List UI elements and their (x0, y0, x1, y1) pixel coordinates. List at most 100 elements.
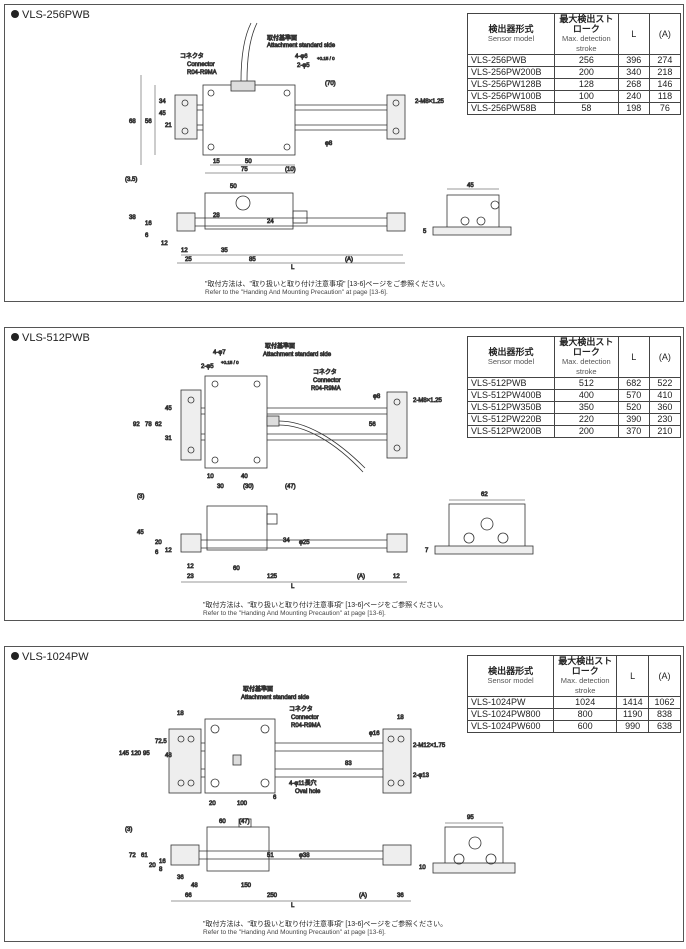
svg-text:150: 150 (241, 883, 252, 889)
svg-text:φ8: φ8 (325, 141, 333, 147)
svg-text:23: 23 (187, 574, 194, 580)
svg-text:30: 30 (217, 484, 224, 490)
end-block-right (386, 94, 406, 140)
svg-text:(A): (A) (359, 893, 367, 899)
mount-hole (283, 143, 291, 151)
svg-text:R04-R9MA: R04-R9MA (311, 386, 341, 392)
svg-text:95: 95 (467, 815, 474, 821)
svg-text:Connector: Connector (313, 378, 341, 384)
svg-text:62: 62 (155, 422, 162, 428)
connector-round (235, 195, 251, 211)
section-title: VLS-512PWB (11, 332, 90, 344)
svg-text:20: 20 (155, 540, 162, 546)
svg-text:100: 100 (237, 801, 248, 807)
svg-text:62: 62 (481, 492, 488, 498)
svg-text:50: 50 (245, 159, 252, 165)
svg-text:250: 250 (267, 893, 278, 899)
header-stroke-en: Max. detection stroke (561, 34, 611, 53)
svg-text:取付基準面: 取付基準面 (243, 685, 273, 693)
svg-text:φ25: φ25 (299, 540, 310, 546)
svg-text:83: 83 (345, 761, 352, 767)
mounting-note: "取付方法は、"取り扱いと取り付け注意事項" [13-6]ページをご参照ください… (205, 281, 450, 296)
connector-block (230, 80, 256, 92)
connector-label-en: Connector (187, 62, 215, 68)
cable (278, 420, 366, 469)
svg-text:(3): (3) (137, 494, 144, 500)
svg-text:Connector: Connector (291, 715, 319, 721)
svg-text:6: 6 (273, 795, 277, 801)
svg-text:18: 18 (177, 711, 184, 717)
mounting-note: "取付方法は、"取り扱いと取り付け注意事項" [13-6]ページをご参照ください… (203, 602, 448, 617)
holes-a-label: 4-φ6 (295, 54, 308, 60)
svg-text:5: 5 (423, 229, 427, 235)
svg-text:16: 16 (159, 859, 166, 865)
svg-text:コネクタ: コネクタ (289, 705, 313, 713)
mount-hole (207, 143, 215, 151)
svg-text:38: 38 (129, 215, 136, 221)
svg-text:51: 51 (267, 853, 274, 859)
svg-text:18: 18 (397, 715, 404, 721)
svg-text:45: 45 (165, 406, 172, 412)
svg-text:48: 48 (165, 753, 172, 759)
svg-text:31: 31 (165, 436, 172, 442)
svg-text:36: 36 (397, 893, 404, 899)
svg-text:(47): (47) (239, 819, 250, 825)
svg-text:Oval hole: Oval hole (295, 789, 321, 795)
svg-text:34: 34 (283, 538, 290, 544)
attach-label-en: Attachment standard side (267, 43, 336, 49)
svg-text:6: 6 (145, 233, 149, 239)
svg-text:95: 95 (143, 751, 150, 757)
side-view (170, 818, 412, 902)
svg-text:12: 12 (165, 548, 172, 554)
section-title: VLS-256PWB (11, 9, 90, 21)
attach-label-jp: 取付基準面 (267, 34, 297, 42)
header-model-jp: 検出器形式 (488, 24, 534, 34)
svg-text:Attachment standard side: Attachment standard side (241, 695, 310, 701)
connector-label-jp: コネクタ (180, 52, 204, 60)
end-block-left (174, 94, 198, 140)
bullet-icon (11, 10, 19, 18)
connector-block (232, 754, 242, 766)
end-view (434, 499, 534, 555)
mount-hole (207, 89, 215, 97)
svg-text:145: 145 (119, 751, 130, 757)
svg-text:72: 72 (129, 853, 136, 859)
svg-text:125: 125 (267, 574, 278, 580)
connector-part: R04-R9MA (187, 70, 217, 76)
svg-text:75: 75 (241, 167, 248, 173)
svg-text:66: 66 (185, 893, 192, 899)
svg-text:50: 50 (230, 184, 237, 190)
svg-text:56: 56 (369, 422, 376, 428)
svg-text:35: 35 (221, 248, 228, 254)
technical-drawing: 取付基準面 Attachment standard side コネクタ Conn… (119, 685, 516, 909)
svg-text:60: 60 (233, 566, 240, 572)
mount-hole (283, 89, 291, 97)
svg-text:16: 16 (145, 221, 152, 227)
svg-text:40: 40 (241, 474, 248, 480)
top-view (180, 375, 408, 473)
svg-text:φ38: φ38 (299, 853, 310, 859)
svg-text:120: 120 (131, 751, 142, 757)
svg-text:45: 45 (137, 530, 144, 536)
svg-text:4-φ7: 4-φ7 (213, 350, 226, 356)
bullet-icon (11, 652, 19, 660)
top-view (140, 22, 406, 174)
svg-text:78: 78 (145, 422, 152, 428)
technical-drawing: コネクタ Connector R04-R9MA 取付基準面 Attachment… (125, 22, 512, 271)
bullet-icon (11, 333, 19, 341)
svg-text:2-φ5: 2-φ5 (201, 364, 214, 370)
mounting-note: "取付方法は、"取り扱いと取り付け注意事項" [13-6]ページをご参照ください… (203, 921, 448, 936)
svg-text:L: L (291, 265, 295, 271)
svg-text:20: 20 (209, 801, 216, 807)
svg-text:(70): (70) (325, 81, 336, 87)
